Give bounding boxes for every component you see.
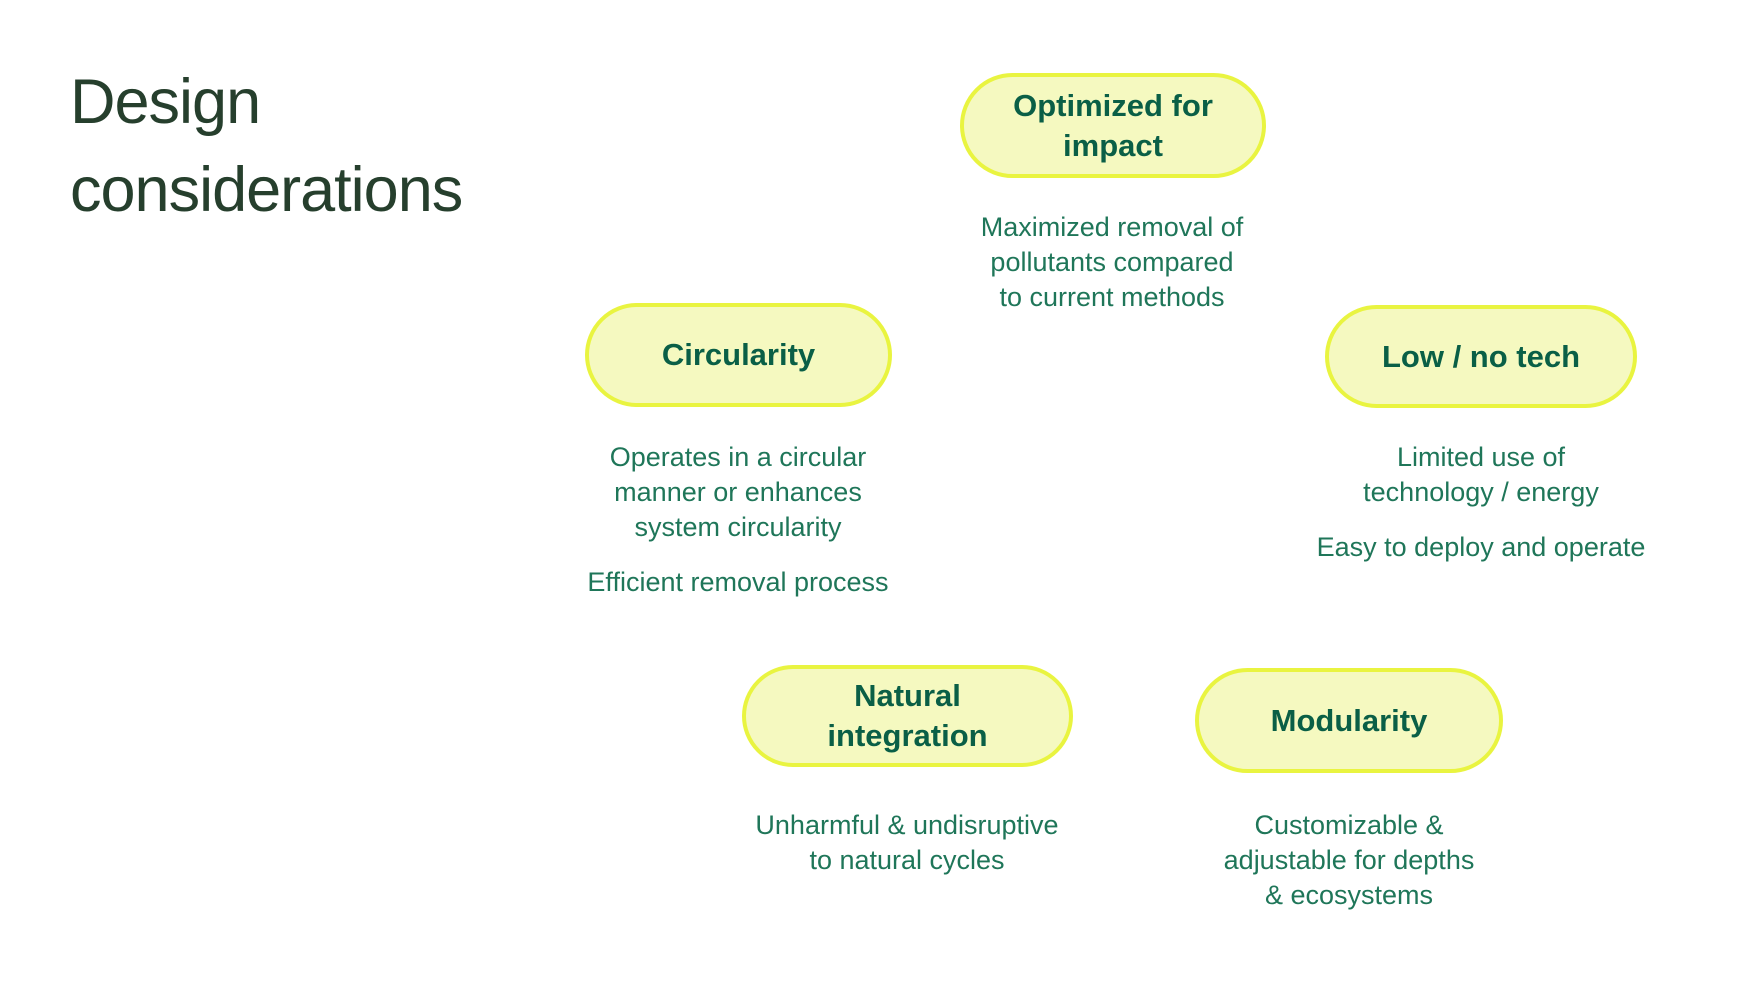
- description-optimized-for-impact: Maximized removal of pollutants compared…: [980, 212, 1244, 312]
- pill-low-no-tech-label: Low / no tech: [1381, 338, 1581, 374]
- pill-optimized-for-impact: Optimized for impact: [960, 73, 1266, 178]
- description-circularity-2: Efficient removal process: [587, 567, 889, 597]
- description-natural-integration: Unharmful & undisruptive to natural cycl…: [755, 810, 1059, 875]
- pill-natural-integration: Natural integration: [742, 665, 1073, 767]
- pill-modularity-label: Modularity: [1270, 702, 1428, 738]
- pill-natural-integration-label: Natural integration: [827, 678, 988, 753]
- pill-modularity: Modularity: [1195, 668, 1503, 773]
- pill-low-no-tech: Low / no tech: [1325, 305, 1637, 408]
- description-low-no-tech-1: Limited use of technology / energy: [1363, 442, 1599, 507]
- description-low-no-tech-2: Easy to deploy and operate: [1316, 532, 1646, 562]
- pill-circularity: Circularity: [585, 303, 892, 407]
- pill-optimized-for-impact-label: Optimized for impact: [1013, 87, 1213, 163]
- description-circularity-1: Operates in a circular manner or enhance…: [609, 442, 867, 542]
- page-title: Design considerations: [70, 67, 463, 225]
- description-modularity: Customizable & adjustable for depths & e…: [1223, 810, 1475, 910]
- pill-circularity-label: Circularity: [661, 337, 816, 372]
